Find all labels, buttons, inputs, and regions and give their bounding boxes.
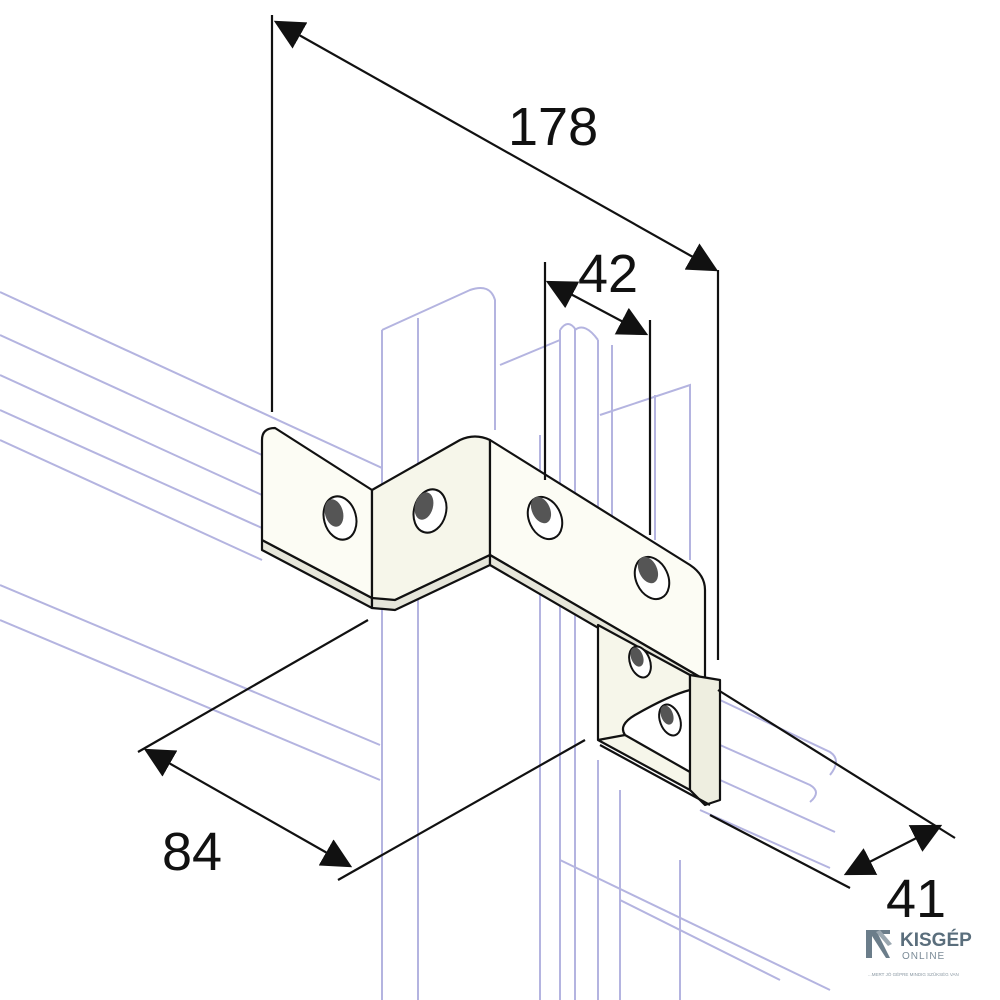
hole-1 [322,495,358,541]
logo-tagline: ...MERT JÓ GÉPRE MINDIG SZÜKSÉG VAN [868,971,959,977]
slotted-holes [322,488,682,737]
hole-3 [526,495,564,541]
logo-brand: KISGÉP [900,929,972,951]
label-84: 84 [162,822,222,882]
strut-channels [0,287,837,1000]
hole-5 [628,645,652,679]
dim-line-42 [545,280,649,336]
label-42: 42 [578,244,638,304]
label-178: 178 [508,97,598,157]
kisgep-mark-icon [866,930,892,958]
z-bracket [260,426,722,807]
dim-line-84 [143,748,353,868]
dim-line-178 [273,20,719,272]
hole-4 [633,555,671,601]
dimension-labels: 178 42 84 41 [162,97,946,929]
dimension-lines [137,15,956,889]
hole-2 [412,488,448,534]
logo-sub: ONLINE [902,951,945,962]
kisgep-logo: KISGÉP ONLINE ...MERT JÓ GÉPRE MINDIG SZ… [866,929,972,977]
dim-line-41 [843,824,943,876]
label-41: 41 [886,869,946,929]
hole-6 [658,703,682,737]
